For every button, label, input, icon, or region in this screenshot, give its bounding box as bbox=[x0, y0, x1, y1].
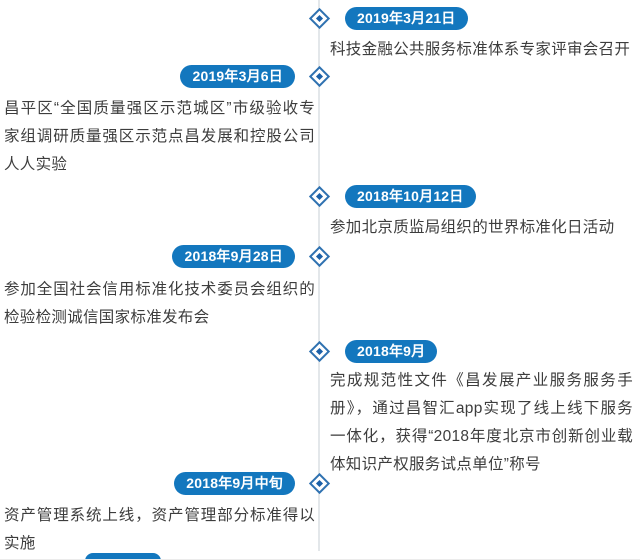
entry-text: 昌平区“全国质量强区示范城区”市级验收专家组调研质量强区示范点昌发展和控股公司人… bbox=[4, 100, 315, 173]
date-badge: 2019年3月6日 bbox=[180, 65, 295, 88]
timeline-vertical-line bbox=[318, 0, 320, 551]
timeline-diamond-icon bbox=[308, 65, 330, 87]
entry-text: 参加北京质监局组织的世界标准化日活动 bbox=[330, 219, 615, 236]
entry-text: 资产管理系统上线，资产管理部分标准得以实施 bbox=[4, 507, 315, 552]
date-badge: 2018年10月12日 bbox=[345, 185, 476, 208]
timeline-diamond-icon bbox=[308, 472, 330, 494]
entry-text: 科技金融公共服务标准体系专家评审会召开 bbox=[330, 41, 631, 58]
date-badge: 2018年9月中旬 bbox=[174, 472, 295, 495]
entry-text: 参加全国社会信用标准化技术委员会组织的检验检测诚信国家标准发布会 bbox=[4, 281, 315, 326]
timeline-diamond-icon bbox=[308, 185, 330, 207]
timeline-diamond-icon bbox=[308, 245, 330, 267]
date-badge: 2018年9月28日 bbox=[172, 245, 295, 268]
entry-text: 完成规范性文件《昌发展产业服务服务手册》，通过昌智汇app实现了线上线下服务一体… bbox=[330, 372, 633, 473]
partial-date-badge bbox=[85, 553, 161, 560]
date-badge: 2018年9月 bbox=[345, 340, 438, 363]
timeline-diamond-icon bbox=[308, 340, 330, 362]
date-badge: 2019年3月21日 bbox=[345, 7, 468, 30]
timeline-diamond-icon bbox=[308, 7, 330, 29]
